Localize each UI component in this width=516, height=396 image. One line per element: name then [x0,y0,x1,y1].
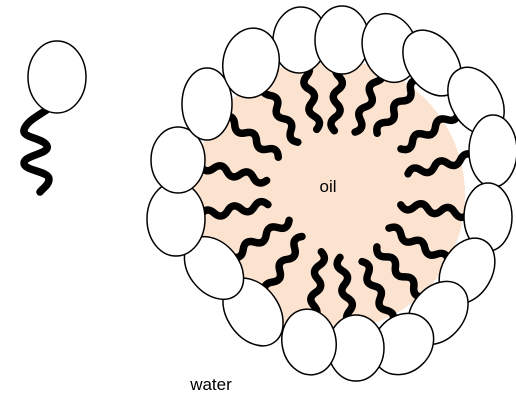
surfactant-head [28,41,86,113]
oil-label: oil [319,177,336,196]
micelle-head [469,115,516,187]
surfactant-molecule [24,41,86,192]
surfactant-tail [24,109,49,192]
water-label: water [189,375,232,394]
micelle-head [315,6,369,74]
